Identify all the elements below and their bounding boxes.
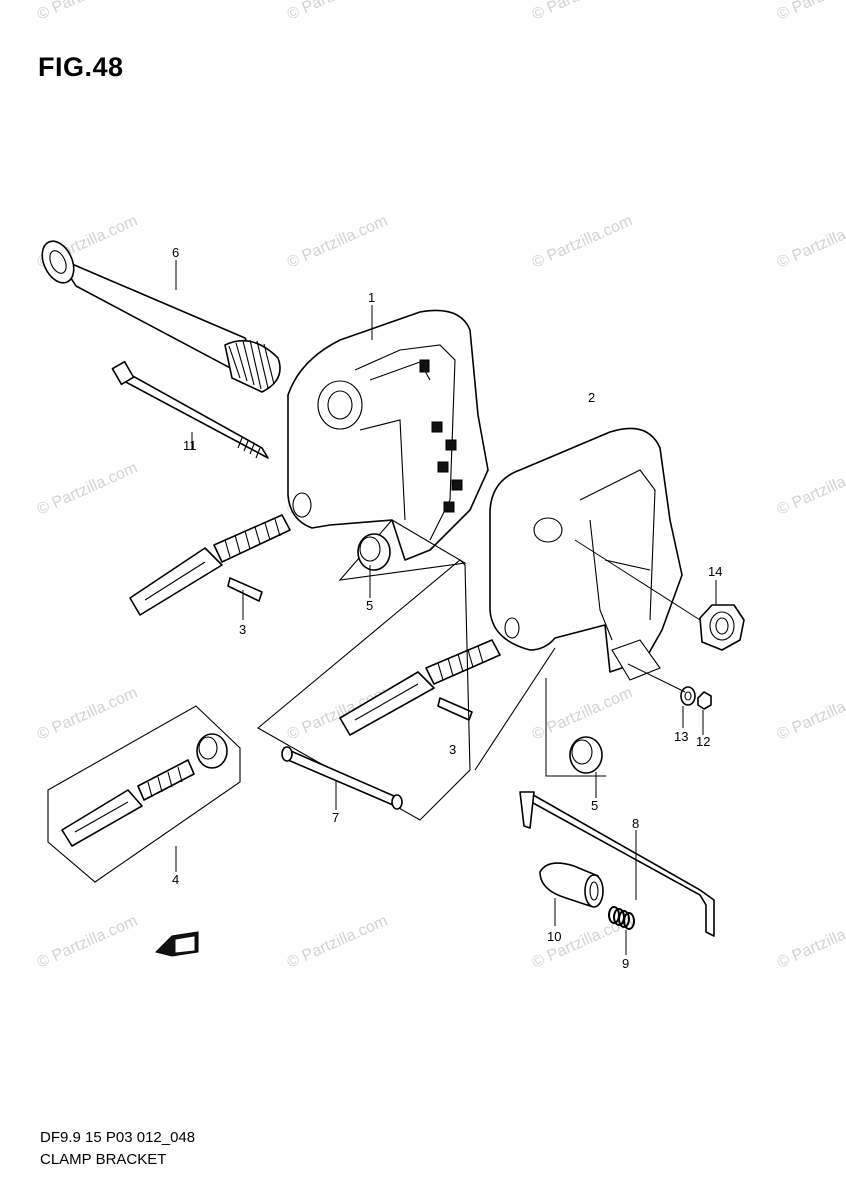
watermark-text: © Partzilla.com: [285, 212, 390, 271]
watermark-text: © Partzilla.com: [775, 684, 846, 743]
part-5-pad-lower: [545, 678, 606, 777]
callout-14: 14: [708, 564, 722, 579]
part-9-spring: [608, 906, 635, 930]
part-10-bushing: [539, 862, 604, 908]
forward-arrow-icon: [155, 931, 199, 957]
callout-3-upper: 3: [239, 622, 246, 637]
watermark-text: © Partzilla.com: [285, 0, 390, 24]
part-12-nut: [697, 691, 712, 710]
part-6-tube: [41, 240, 281, 393]
watermark-text: © Partzilla.com: [775, 459, 846, 518]
callout-2: 2: [588, 390, 595, 405]
leader-lines: [175, 260, 717, 955]
callout-6: 6: [172, 245, 179, 260]
figure-code: DF9.9 15 P03 012_048: [40, 1129, 196, 1146]
part-13-washer: [680, 686, 696, 706]
callout-1: 1: [368, 290, 375, 305]
figure-title: FIG.48: [38, 52, 124, 82]
watermark-text: © Partzilla.com: [530, 0, 635, 24]
watermark-text: © Partzilla.com: [775, 912, 846, 971]
part-3-thrust-screw-upper: [129, 514, 291, 616]
callout-12: 12: [696, 734, 710, 749]
callout-13: 13: [674, 729, 688, 744]
figure-name: CLAMP BRACKET: [40, 1151, 167, 1168]
part-4-assembly: [47, 705, 241, 883]
callout-8: 8: [632, 816, 639, 831]
watermark-text: © Partzilla.com: [285, 912, 390, 971]
callout-4: 4: [172, 872, 179, 887]
part-3-thrust-screw-lower: [339, 639, 501, 736]
callout-9: 9: [622, 956, 629, 971]
watermark-text: © Partzilla.com: [35, 912, 140, 971]
callout-5-upper: 5: [366, 598, 373, 613]
watermark-text: © Partzilla.com: [775, 212, 846, 271]
watermark-text: © Partzilla.com: [35, 684, 140, 743]
part-2-clamp-bracket: [489, 427, 683, 681]
callout-labels: 6 1 2 11 3 5 14 3 13 12 5 7 8 4 10 9: [172, 245, 722, 971]
part-7-pin: [257, 559, 471, 821]
watermark-text: © Partzilla.com: [530, 212, 635, 271]
watermark-text: © Partzilla.com: [35, 0, 140, 24]
part-1-clamp-bracket: [287, 309, 489, 581]
watermark-text: © Partzilla.com: [775, 0, 846, 24]
callout-3-lower: 3: [449, 742, 456, 757]
callout-5-lower: 5: [591, 798, 598, 813]
watermark-text: © Partzilla.com: [35, 459, 140, 518]
callout-10: 10: [547, 929, 561, 944]
callout-11: 11: [183, 438, 197, 453]
part-5-pad-upper: [357, 533, 391, 571]
part-11-bolt: [111, 360, 269, 459]
callout-7: 7: [332, 810, 339, 825]
part-8-rod: [474, 647, 715, 937]
